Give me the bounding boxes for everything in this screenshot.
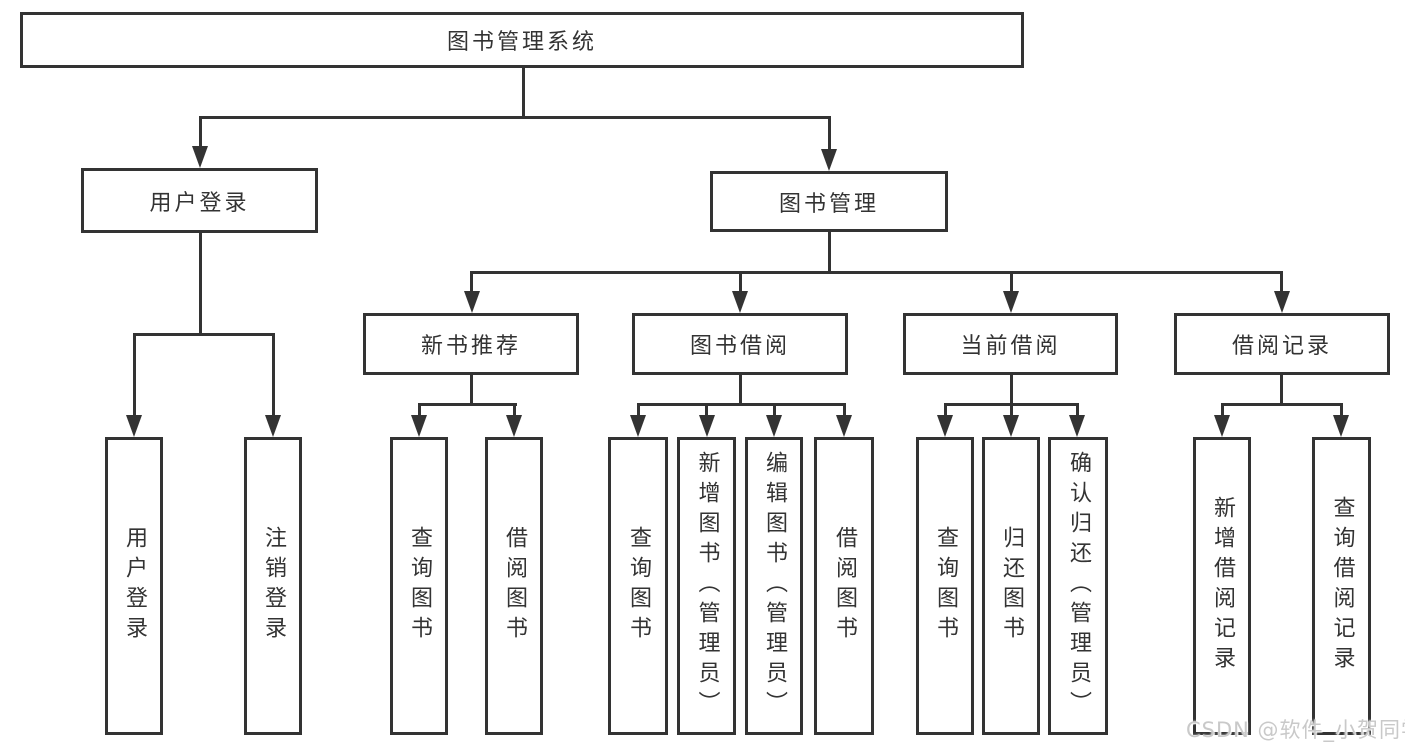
connector-line: [1280, 271, 1283, 295]
arrow-down-icon: [1003, 415, 1019, 437]
leaf-query-borrow-record: 查询借阅记录: [1312, 437, 1371, 735]
connector-line: [198, 116, 202, 150]
connector-line: [470, 271, 473, 295]
arrow-down-icon: [192, 146, 208, 168]
connector-line: [738, 375, 742, 406]
node-label: 查询借阅记录: [1329, 496, 1355, 676]
arrow-down-icon: [1069, 415, 1085, 437]
node-book-borrow: 图书借阅: [632, 313, 848, 375]
node-label: 确认归还（管理员）: [1066, 451, 1091, 721]
arrow-down-icon: [937, 415, 953, 437]
arrow-down-icon: [265, 415, 281, 437]
connector-line: [271, 333, 275, 419]
connector-line: [636, 403, 640, 417]
node-label: 借阅图书: [502, 526, 527, 646]
node-current-borrow: 当前借阅: [903, 313, 1118, 375]
connector-line: [705, 403, 708, 417]
connector-line: [827, 116, 831, 153]
connector-line: [827, 231, 831, 273]
leaf-return-books: 归还图书: [982, 437, 1040, 735]
node-label: 借阅图书: [832, 526, 857, 646]
node-label: 图书借阅: [689, 334, 790, 359]
arrow-down-icon: [821, 149, 837, 171]
node-label: 归还图书: [999, 526, 1024, 646]
node-book-management: 图书管理: [710, 171, 948, 232]
connector-line: [1220, 403, 1224, 417]
leaf-borrow-books: 借阅图书: [814, 437, 874, 735]
node-label: 新增图书（管理员）: [694, 451, 720, 721]
arrow-down-icon: [766, 415, 782, 437]
arrow-down-icon: [463, 291, 480, 313]
leaf-add-books-admin: 新增图书（管理员）: [677, 437, 736, 735]
node-new-book-recommend: 新书推荐: [363, 313, 579, 375]
node-user-login: 用户登录: [81, 168, 318, 233]
node-label: 借阅记录: [1231, 334, 1332, 359]
connector-line: [1075, 403, 1079, 417]
node-label: 图书管理系统: [446, 30, 597, 55]
node-label: 新书推荐: [420, 334, 521, 359]
arrow-down-icon: [506, 415, 522, 437]
connector-line: [132, 333, 275, 336]
node-label: 当前借阅: [960, 334, 1061, 359]
connector-line: [417, 403, 421, 417]
arrow-down-icon: [732, 291, 748, 313]
arrow-down-icon: [1214, 415, 1230, 437]
node-label: 编辑图书（管理员）: [762, 451, 787, 721]
connector-line: [1009, 375, 1013, 406]
connector-line: [772, 403, 776, 417]
node-label: 用户登录: [122, 526, 147, 646]
node-root-system: 图书管理系统: [20, 12, 1024, 68]
node-label: 用户登录: [149, 190, 250, 216]
node-label: 查询图书: [933, 526, 958, 646]
node-label: 查询图书: [407, 526, 432, 646]
arrow-down-icon: [126, 415, 142, 437]
node-borrow-records: 借阅记录: [1174, 313, 1390, 375]
leaf-query-books: 查询图书: [608, 437, 668, 735]
leaf-logout: 注销登录: [244, 437, 302, 735]
connector-line: [198, 116, 831, 119]
connector-line: [132, 333, 136, 419]
arrow-down-icon: [1273, 291, 1290, 313]
node-label: 新增借阅记录: [1210, 496, 1235, 676]
connector-line: [636, 403, 846, 406]
connector-line: [470, 373, 473, 406]
connector-line: [512, 403, 516, 417]
node-label: 查询图书: [626, 526, 651, 646]
node-label: 图书管理: [778, 191, 879, 217]
leaf-query-books: 查询图书: [390, 437, 448, 735]
connector-line: [417, 403, 517, 406]
connector-line: [198, 232, 202, 336]
watermark-text: CSDN @软件_小贺同学: [1186, 718, 1405, 742]
leaf-confirm-return-admin: 确认归还（管理员）: [1048, 437, 1108, 735]
leaf-add-borrow-record: 新增借阅记录: [1193, 437, 1251, 735]
node-label: 注销登录: [261, 526, 286, 646]
connector-line: [1339, 403, 1343, 417]
connector-line: [470, 271, 1283, 274]
connector-line: [738, 271, 742, 295]
leaf-query-books: 查询图书: [916, 437, 974, 735]
leaf-user-login: 用户登录: [105, 437, 163, 735]
connector-line: [1009, 403, 1013, 417]
leaf-edit-books-admin: 编辑图书（管理员）: [745, 437, 803, 735]
connector-line: [1280, 375, 1283, 406]
arrow-down-icon: [1333, 415, 1349, 437]
arrow-down-icon: [1003, 291, 1019, 313]
connector-line: [521, 68, 525, 118]
arrow-down-icon: [698, 415, 715, 437]
leaf-borrow-books: 借阅图书: [485, 437, 543, 735]
arrow-down-icon: [411, 415, 427, 437]
connector-line: [842, 403, 846, 417]
connector-line: [1220, 403, 1343, 406]
arrow-down-icon: [630, 415, 646, 437]
connector-line: [943, 403, 947, 417]
arrow-down-icon: [836, 415, 852, 437]
connector-line: [1009, 271, 1013, 295]
